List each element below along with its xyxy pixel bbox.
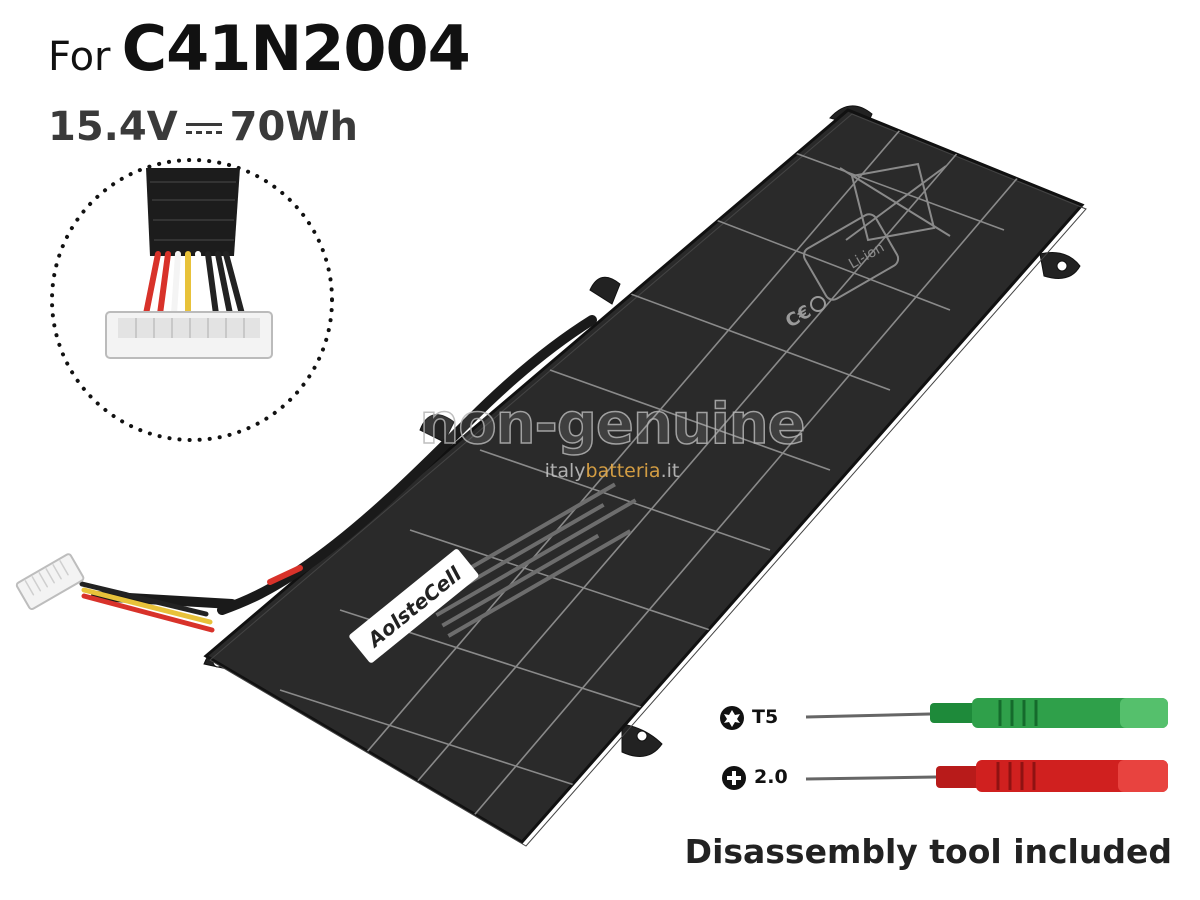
voltage-value: 15.4V: [48, 104, 178, 150]
cable-connector: [15, 553, 85, 611]
torx-star-icon: [720, 706, 744, 730]
title-prefix: For: [48, 34, 111, 80]
disposal-symbol-icon: [839, 162, 951, 242]
battery-cable: [15, 315, 597, 633]
battery-body: Li-ion C€ AolsteCell: [203, 108, 1087, 847]
tool-label-t5: T5: [752, 706, 779, 728]
model-number: C41N2004: [121, 12, 471, 85]
screwdriver-phillips: [805, 760, 1168, 792]
watermark-site-brand: batteria: [585, 460, 661, 482]
watermark-site-pre: italy: [544, 460, 586, 482]
watermark-site: italybatteria.it: [398, 458, 826, 484]
watermark-main-text: non-genuine: [419, 391, 807, 458]
phillips-cross-icon: [722, 766, 746, 790]
caption-text: Disassembly tool included: [684, 832, 1172, 871]
capacity-value: 70Wh: [229, 104, 358, 150]
watermark: non-genuine italybatteria.it: [398, 391, 826, 504]
product-title: For C41N2004: [48, 12, 471, 85]
watermark-site-tld: .it: [660, 460, 680, 482]
screwdriver-t5: [805, 698, 1168, 728]
dc-symbol-icon: [184, 117, 224, 141]
tool-label-phillips: 2.0: [754, 766, 788, 788]
connector-zoom-inset: [50, 158, 334, 442]
spec-line: 15.4V 70Wh: [48, 104, 358, 150]
